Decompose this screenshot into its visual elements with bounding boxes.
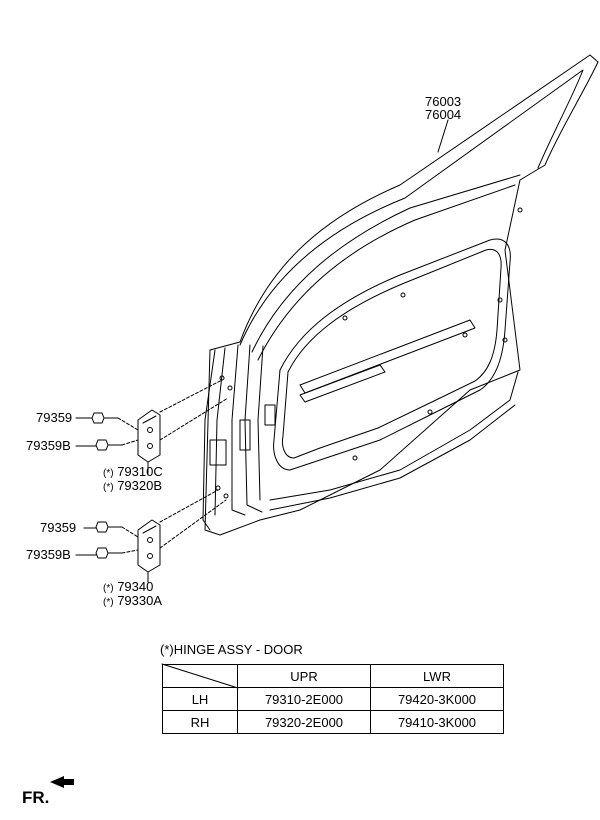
callout-upper-bolt: 79359 <box>36 410 73 425</box>
door-sash-outer <box>204 54 599 536</box>
mark-asterisk: (*) <box>103 482 114 493</box>
window-opening <box>273 238 511 471</box>
cell-lwr: 79420-3K000 <box>370 687 504 711</box>
callout-lower-bolt: 79359 <box>40 520 77 535</box>
cell-lwr: 79410-3K000 <box>370 710 504 734</box>
hinge-table-title: (*)HINGE ASSY - DOOR <box>160 642 303 657</box>
part-79310c: 79310C <box>117 464 163 479</box>
part-79320b: 79320B <box>117 478 163 493</box>
row-side: RH <box>162 710 238 734</box>
mark-asterisk: (*) <box>103 583 114 594</box>
fr-arrow-icon <box>50 776 74 788</box>
column-header-lwr: LWR <box>370 664 504 688</box>
table-header-row: UPR LWR <box>162 664 504 688</box>
upper-hinge <box>137 409 161 463</box>
lower-hinge <box>137 519 161 573</box>
impact-beam <box>299 319 476 394</box>
callout-76003: 76003 <box>425 94 462 109</box>
callout-upper-hinge-1: (*) 79310C <box>103 465 163 481</box>
upper-bolt <box>91 412 105 424</box>
table-row: LH 79310-2E000 79420-3K000 <box>162 687 504 711</box>
cell-upr: 79310-2E000 <box>237 687 371 711</box>
table-corner-cell <box>162 664 238 688</box>
part-79330a: 79330A <box>117 593 163 608</box>
door-sash-inner <box>239 69 584 346</box>
table-row: RH 79320-2E000 79410-3K000 <box>162 710 504 734</box>
mark-asterisk: (*) <box>103 597 114 608</box>
callout-lower-hinge-2: (*) 79330A <box>103 594 162 610</box>
row-side: LH <box>162 687 238 711</box>
column-header-upr: UPR <box>237 664 371 688</box>
callout-upper-hinge-2: (*) 79320B <box>103 479 162 495</box>
cell-upr: 79320-2E000 <box>237 710 371 734</box>
callout-upper-bolt-b: 79359B <box>26 438 71 453</box>
lower-bolt <box>95 521 109 533</box>
mark-asterisk: (*) <box>103 468 114 479</box>
direction-label: FR. <box>22 788 50 807</box>
part-79340: 79340 <box>117 579 154 594</box>
callout-lower-hinge-1: (*) 79340 <box>103 580 153 596</box>
callout-76004: 76004 <box>425 107 462 122</box>
leader-76003 <box>437 119 449 153</box>
hinge-table: UPR LWR LH 79310-2E000 79420-3K000 RH 79… <box>162 664 504 734</box>
callout-lower-bolt-b: 79359B <box>26 547 71 562</box>
